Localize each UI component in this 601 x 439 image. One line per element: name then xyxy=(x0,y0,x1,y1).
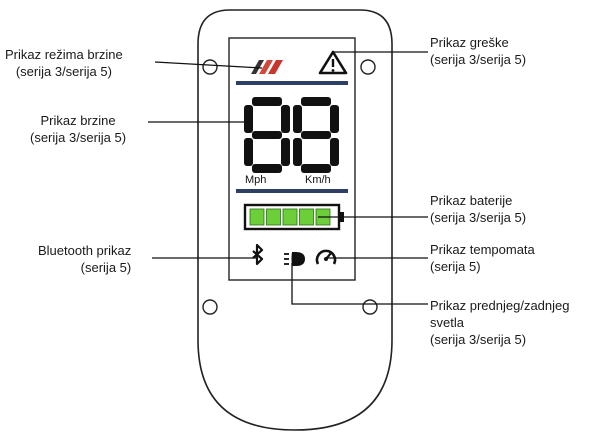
label-lights-line3: (serija 3/serija 5) xyxy=(430,332,527,347)
label-speed-mode-line2: (serija 3/serija 5) xyxy=(15,64,112,79)
label-speed-mode: Prikaz režima brzine (serija 3/serija 5) xyxy=(5,46,123,80)
mounting-hole-bottom-left xyxy=(202,299,218,315)
divider-top xyxy=(236,81,348,85)
mounting-hole-top-right xyxy=(360,59,376,75)
label-lights: Prikaz prednjeg/zadnjeg svetla (serija 3… xyxy=(430,297,569,348)
label-lights-line1: Prikaz prednjeg/zadnjeg xyxy=(430,298,570,313)
speed-digit-1 xyxy=(244,97,290,173)
battery-cell xyxy=(266,208,281,226)
cruise-control-icon xyxy=(315,249,337,265)
label-speed-line1: Prikaz brzine xyxy=(40,113,116,128)
battery-cell xyxy=(249,208,265,226)
label-bluetooth: Bluetooth prikaz (serija 5) xyxy=(38,242,131,276)
label-speed: Prikaz brzine (serija 3/serija 5) xyxy=(30,112,126,146)
battery-cells xyxy=(249,208,331,226)
headlight-icon xyxy=(284,252,305,266)
label-error-line2: (serija 3/serija 5) xyxy=(430,52,527,67)
label-bluetooth-line2: (serija 5) xyxy=(80,260,132,275)
label-speed-mode-line1: Prikaz režima brzine xyxy=(5,47,123,62)
mounting-hole-bottom-right xyxy=(362,299,378,315)
label-bluetooth-line1: Bluetooth prikaz xyxy=(38,243,132,258)
battery-cell xyxy=(299,208,314,226)
bluetooth-icon xyxy=(252,243,264,266)
label-cruise-line1: Prikaz tempomata xyxy=(430,242,535,257)
battery-cell xyxy=(282,208,298,226)
mounting-hole-top-left xyxy=(202,59,218,75)
unit-kmh: Km/h xyxy=(305,174,331,186)
speed-digit-2 xyxy=(293,97,339,173)
divider-bottom xyxy=(236,189,348,193)
callout-speed-mode xyxy=(154,61,263,69)
label-lights-line2: svetla xyxy=(430,315,464,330)
callout-lights xyxy=(291,263,428,305)
callout-lines xyxy=(148,51,428,305)
label-battery-line1: Prikaz baterije xyxy=(430,193,513,208)
label-speed-line2: (serija 3/serija 5) xyxy=(30,130,127,145)
label-error: Prikaz greške (serija 3/serija 5) xyxy=(430,34,526,68)
speed-mode-icon xyxy=(251,60,283,74)
label-error-line1: Prikaz greške xyxy=(430,35,509,50)
label-cruise-line2: (serija 5) xyxy=(430,259,481,274)
label-cruise: Prikaz tempomata (serija 5) xyxy=(430,241,535,275)
unit-mph: Mph xyxy=(245,174,266,186)
label-battery: Prikaz baterije (serija 3/serija 5) xyxy=(430,192,526,226)
warning-triangle-icon xyxy=(318,50,348,75)
label-battery-line2: (serija 3/serija 5) xyxy=(430,210,527,225)
